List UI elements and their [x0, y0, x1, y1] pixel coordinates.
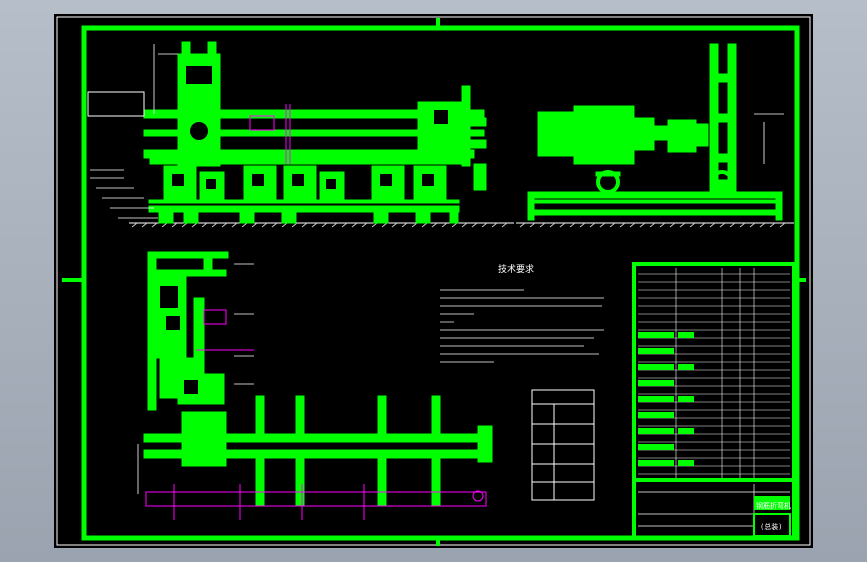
drawing-name: 钢筋折弯机 [756, 501, 791, 510]
sheet-border [56, 16, 811, 546]
sheet-label: (总装) [760, 522, 782, 531]
assembly-drawing: 技术要求 [56, 16, 811, 546]
parts-list [632, 262, 796, 482]
drawing-sheet[interactable]: 技术要求 [54, 14, 813, 548]
title-block: 钢筋折弯机 (总装) [632, 478, 796, 540]
notes-title: 技术要求 [498, 263, 534, 275]
plan-view [137, 251, 493, 520]
centering-marks [62, 18, 806, 546]
front-view [87, 41, 514, 228]
drawing-frame [81, 25, 800, 541]
side-view [516, 43, 794, 228]
technical-notes: 技术要求 [440, 263, 604, 363]
parameter-table [531, 389, 595, 501]
